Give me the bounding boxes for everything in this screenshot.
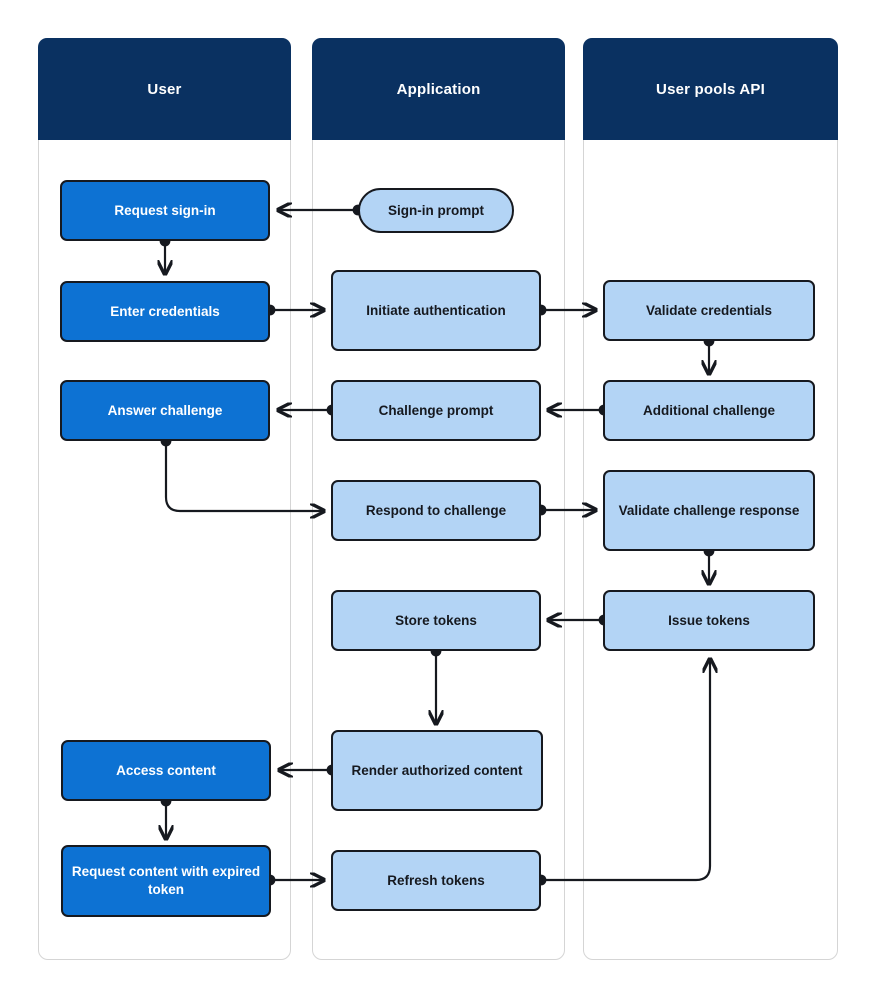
- node-request-sign-in[interactable]: Request sign-in: [60, 180, 270, 241]
- node-respond-to-challenge-label: Respond to challenge: [365, 502, 507, 518]
- node-render-authorized-content[interactable]: Render authorized content: [331, 730, 543, 811]
- node-validate-credentials[interactable]: Validate credentials: [603, 280, 815, 341]
- node-answer-challenge[interactable]: Answer challenge: [60, 380, 270, 441]
- node-access-content[interactable]: Access content: [61, 740, 271, 801]
- node-refresh-tokens[interactable]: Refresh tokens: [331, 850, 541, 911]
- node-validate-credentials-label: Validate credentials: [645, 302, 773, 318]
- node-initiate-authentication[interactable]: Initiate authentication: [331, 270, 541, 351]
- node-access-content-label: Access content: [116, 762, 216, 778]
- node-sign-in-prompt-label: Sign-in prompt: [388, 202, 484, 218]
- lane-header-user-pools-api-label: User pools API: [656, 80, 765, 98]
- lane-user: [38, 38, 291, 960]
- lane-header-user: User: [38, 38, 291, 140]
- node-refresh-tokens-label: Refresh tokens: [387, 872, 485, 888]
- node-validate-challenge-response-label: Validate challenge response: [618, 502, 800, 518]
- node-answer-challenge-label: Answer challenge: [107, 402, 223, 418]
- lane-header-user-label: User: [147, 80, 182, 98]
- node-challenge-prompt-label: Challenge prompt: [378, 402, 494, 418]
- node-sign-in-prompt[interactable]: Sign-in prompt: [358, 188, 514, 233]
- node-validate-challenge-response[interactable]: Validate challenge response: [603, 470, 815, 551]
- node-enter-credentials[interactable]: Enter credentials: [60, 281, 270, 342]
- node-challenge-prompt[interactable]: Challenge prompt: [331, 380, 541, 441]
- node-render-authorized-content-label: Render authorized content: [351, 762, 523, 778]
- node-store-tokens[interactable]: Store tokens: [331, 590, 541, 651]
- node-request-content-with-expired-token[interactable]: Request content with expired token: [61, 845, 271, 917]
- node-respond-to-challenge[interactable]: Respond to challenge: [331, 480, 541, 541]
- node-store-tokens-label: Store tokens: [395, 612, 477, 628]
- lane-header-application: Application: [312, 38, 565, 140]
- node-additional-challenge-label: Additional challenge: [642, 402, 775, 418]
- node-initiate-authentication-label: Initiate authentication: [366, 302, 506, 318]
- lane-header-user-pools-api: User pools API: [583, 38, 838, 140]
- node-request-content-with-expired-token-label: Request content with expired token: [71, 864, 261, 897]
- node-issue-tokens[interactable]: Issue tokens: [603, 590, 815, 651]
- node-additional-challenge[interactable]: Additional challenge: [603, 380, 815, 441]
- node-request-sign-in-label: Request sign-in: [114, 202, 216, 218]
- node-enter-credentials-label: Enter credentials: [110, 303, 220, 319]
- lane-header-application-label: Application: [396, 80, 481, 98]
- node-issue-tokens-label: Issue tokens: [668, 612, 750, 628]
